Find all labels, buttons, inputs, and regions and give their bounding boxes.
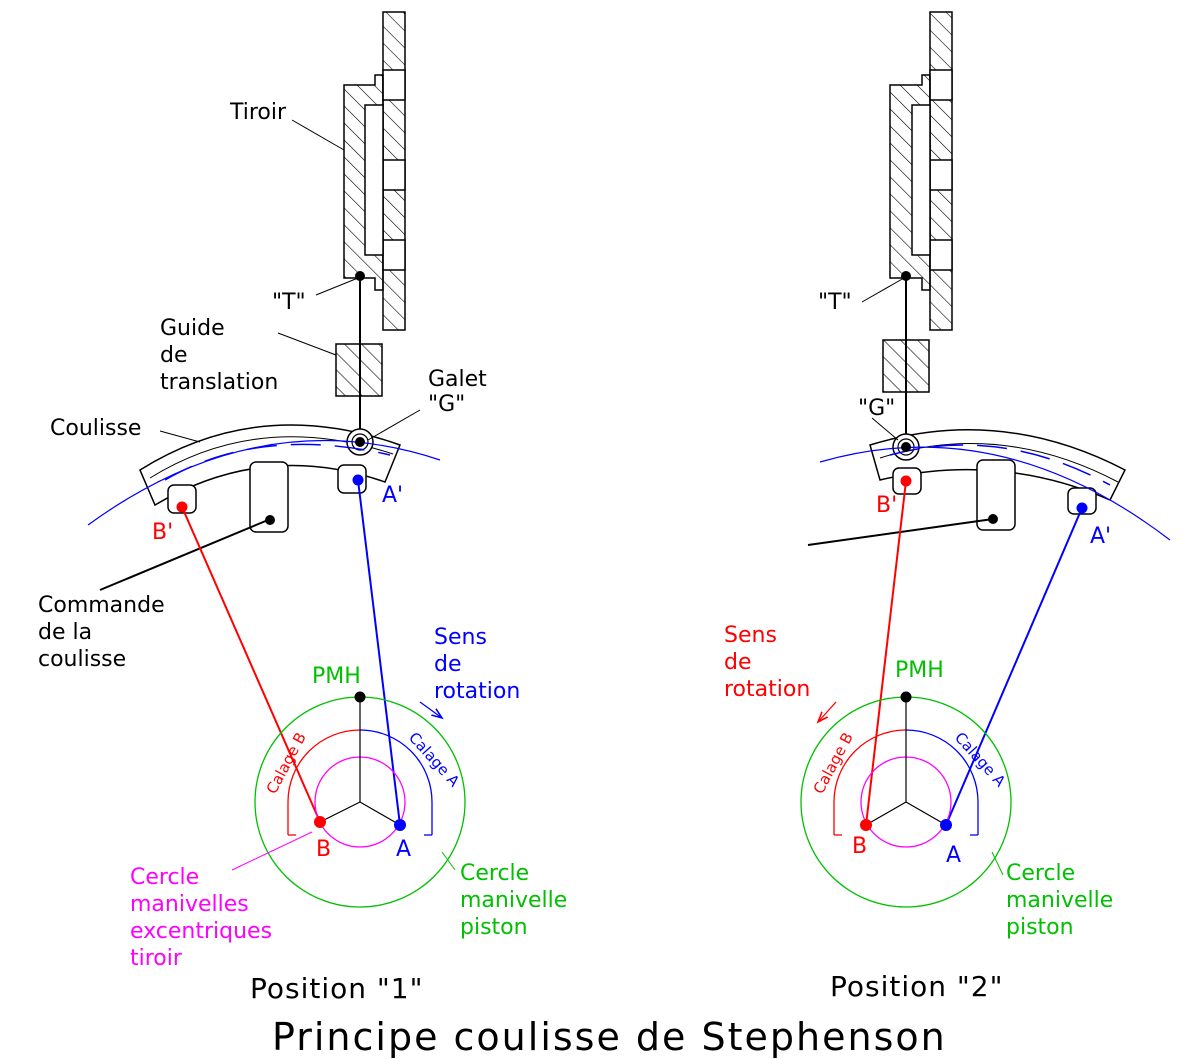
right-calage-a-label: Calage A — [951, 729, 1010, 791]
left-cercle-man-label-2: manivelle — [460, 888, 567, 913]
right-pmh-point — [900, 691, 912, 703]
left-cercle-exc-label-1: Cercle — [130, 865, 199, 890]
left-guide-block — [335, 343, 383, 397]
right-calage-b-arc — [833, 729, 907, 835]
left-cercle-man-label-3: piston — [460, 915, 528, 940]
left-coulisse — [139, 424, 401, 533]
left-t-label: "T" — [272, 290, 306, 315]
left-pmh-label: PMH — [312, 664, 361, 689]
right-a-point — [940, 819, 952, 831]
left-cercle-man-label-1: Cercle — [460, 861, 529, 886]
right-t-label: "T" — [818, 290, 852, 315]
left-calage-b-arc — [287, 729, 361, 835]
right-galet-point — [901, 442, 911, 452]
right-calage-a-arc — [905, 729, 979, 835]
right-b-prime-label: B' — [876, 493, 897, 518]
right-cercle-man-label-2: manivelle — [1006, 888, 1113, 913]
left-calage-a-label: Calage A — [405, 729, 464, 791]
right-a-prime-point — [1076, 502, 1088, 514]
left-commande-point — [265, 515, 275, 525]
left-calage-a-arc — [359, 729, 433, 835]
left-rod-b — [181, 506, 321, 823]
left-a-prime-point — [352, 474, 364, 486]
left-b-prime-point — [176, 501, 188, 513]
left-valve-wall — [382, 11, 406, 331]
right-cercle-man-label-1: Cercle — [1006, 861, 1075, 886]
left-galet-label-2: "G" — [428, 392, 465, 417]
left-pmh-point — [354, 691, 366, 703]
right-slide-valve — [889, 74, 931, 291]
left-coulisse-label: Coulisse — [50, 416, 141, 441]
right-blue-arc — [819, 446, 1171, 541]
right-rotation-arrow — [818, 701, 837, 722]
left-sens-label-1: Sens — [434, 625, 487, 650]
left-galet-label-1: Galet — [428, 367, 487, 392]
left-t-point — [355, 271, 365, 281]
right-sens-label-2: de — [724, 650, 752, 675]
left-guide-label-2: de — [160, 343, 188, 368]
left-rotation-arrow — [419, 701, 442, 718]
right-commande-point — [988, 514, 998, 524]
left-blue-dash — [164, 443, 391, 481]
page-title: Principe coulisse de Stephenson — [272, 1015, 947, 1059]
right-pmh-label: PMH — [895, 658, 944, 683]
left-b-label: B — [316, 837, 331, 862]
right-rod-a — [945, 507, 1083, 826]
right-sens-label-1: Sens — [724, 623, 777, 648]
right-sens-label-3: rotation — [724, 677, 810, 702]
right-valve-wall — [929, 11, 953, 331]
right-galet-label: "G" — [858, 396, 895, 421]
left-cercle-exc-label-2: manivelles — [130, 892, 249, 917]
left-sens-label-2: de — [434, 652, 462, 677]
left-commande-label-3: coulisse — [38, 647, 126, 672]
left-a-label: A — [396, 837, 411, 862]
right-guide-block — [882, 339, 930, 393]
right-rod-b — [865, 480, 907, 826]
position-2-group: "T" "G" B' A' Sens de rotation PMH Calag… — [724, 11, 1171, 1003]
left-tiroir-label: Tiroir — [229, 100, 287, 125]
left-a-point — [394, 819, 406, 831]
right-b-prime-point — [900, 475, 912, 487]
right-b-point — [860, 819, 872, 831]
left-calage-b-label: Calage B — [263, 729, 310, 796]
left-a-prime-label: A' — [382, 483, 403, 508]
left-guide-label-1: Guide — [160, 316, 225, 341]
left-slide-valve — [343, 74, 384, 291]
left-blue-arc — [87, 440, 441, 526]
right-calage-b-label: Calage B — [810, 729, 857, 796]
left-sens-label-3: rotation — [434, 679, 520, 704]
right-a-label: A — [946, 843, 961, 868]
left-rod-a — [357, 479, 401, 826]
left-commande-rod — [99, 519, 269, 591]
right-t-point — [901, 271, 911, 281]
left-position-label: Position "1" — [250, 972, 424, 1005]
right-b-label: B — [852, 834, 867, 859]
right-position-label: Position "2" — [830, 970, 1004, 1003]
left-cercle-exc-label-4: tiroir — [130, 946, 183, 971]
right-a-prime-label: A' — [1090, 524, 1111, 549]
left-commande-label-2: de la — [38, 620, 92, 645]
right-blue-dash — [889, 444, 1111, 486]
left-cercle-exc-label-3: excentriques — [130, 919, 272, 944]
left-galet-point — [355, 437, 365, 447]
left-b-point — [314, 816, 326, 828]
left-b-prime-label: B' — [152, 520, 173, 545]
right-cercle-man-label-3: piston — [1006, 915, 1074, 940]
position-1-group: Tiroir "T" Guide de translation Galet "G… — [38, 11, 567, 1005]
left-commande-label-1: Commande — [38, 593, 165, 618]
left-guide-label-3: translation — [160, 370, 278, 395]
